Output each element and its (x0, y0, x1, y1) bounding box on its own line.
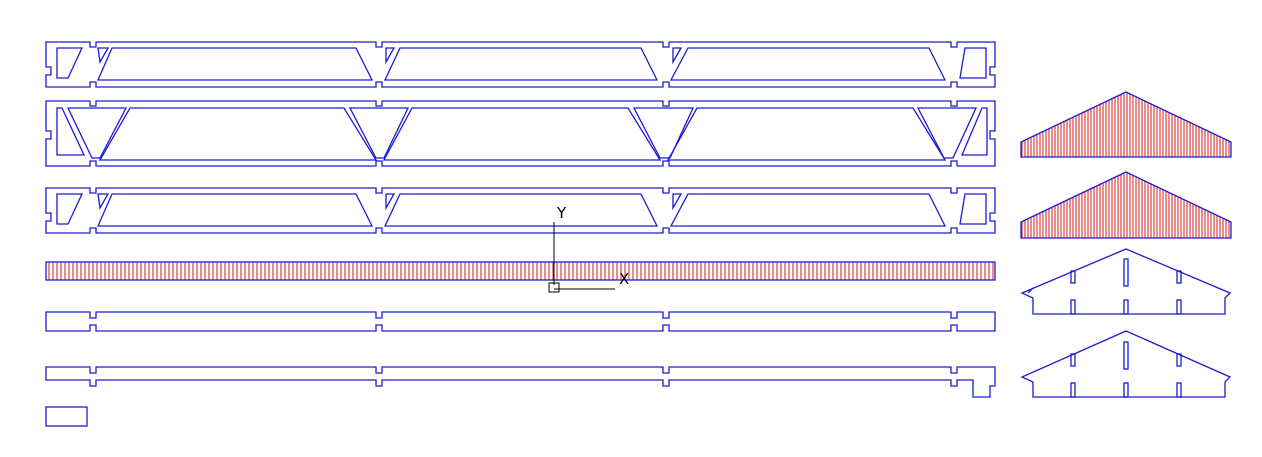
plank-notched-1 (45, 311, 996, 332)
small-rectangle (45, 406, 88, 427)
plank-notched-2 (45, 366, 996, 398)
gable-slotted-1 (1020, 248, 1232, 315)
ucs-icon: Y X (548, 204, 629, 293)
gable-slotted-2 (1020, 330, 1232, 398)
gable-hatched-2 (1020, 171, 1232, 239)
truss-beam-large (45, 100, 996, 167)
truss-beam-middle (45, 187, 996, 234)
ucs-x-label: X (619, 270, 629, 288)
truss-beam-top (45, 41, 996, 88)
hatched-strip (45, 261, 996, 281)
ucs-y-label: Y (556, 204, 567, 222)
gable-hatched-1 (1020, 91, 1232, 158)
